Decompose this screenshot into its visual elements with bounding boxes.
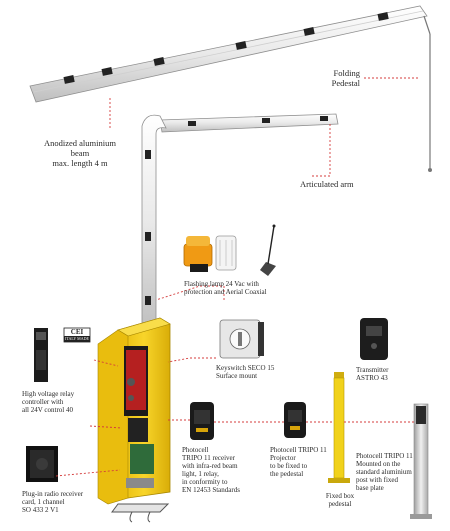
label-high-voltage-relay: High voltage relay controller with all 2… — [22, 390, 75, 414]
cei-badge-text: CEI — [70, 328, 84, 336]
label-photocell-receiver: Photocell TRIPO 11 receiver with infra-r… — [182, 446, 240, 494]
keyswitch-device — [219, 319, 264, 359]
articulated-arm — [159, 113, 339, 133]
cei-certification-box — [63, 327, 91, 343]
leader-lines — [55, 77, 418, 477]
label-transmitter: Transmitter ASTRO 43 — [356, 366, 389, 382]
photocell-receiver — [190, 402, 214, 440]
control-cabinet — [97, 317, 171, 505]
cabinet-base — [111, 503, 170, 523]
high-voltage-relay — [34, 328, 48, 382]
fixed-pedestal — [328, 372, 350, 483]
label-photocell-projector: Photocell TRIPO 11 Projector to be fixed… — [270, 446, 327, 478]
label-keyswitch: Keyswitch SECO 15 Surface mount — [216, 364, 275, 380]
label-flashing-lamp: Flashing lamp 24 Vac with protection and… — [184, 280, 267, 296]
barrier-mast — [141, 114, 167, 331]
label-articulated-arm: Articulated arm — [300, 179, 354, 189]
label-folding-pedestal: Folding Pedestal — [331, 68, 360, 88]
flashing-lamp — [183, 235, 237, 272]
label-aluminium-beam: Anodized aluminium beam max. length 4 m — [43, 138, 116, 168]
aerial-antenna — [260, 224, 276, 276]
label-photocell-column: Photocell TRIPO 11 Mounted on the standa… — [356, 452, 413, 492]
photocell-projector — [284, 402, 306, 438]
cei-badge-subtext: ITALY MADE — [65, 336, 89, 341]
aluminium-beam — [29, 5, 428, 103]
transmitter-device — [360, 318, 388, 360]
radio-receiver-card — [26, 446, 58, 482]
photocell-column — [410, 403, 432, 519]
folding-pedestal-rod — [423, 15, 432, 172]
label-fixed-pedestal: Fixed box pedestal — [325, 492, 355, 508]
label-plugin-radio: Plug-in radio receiver card, 1 channel S… — [22, 490, 84, 514]
